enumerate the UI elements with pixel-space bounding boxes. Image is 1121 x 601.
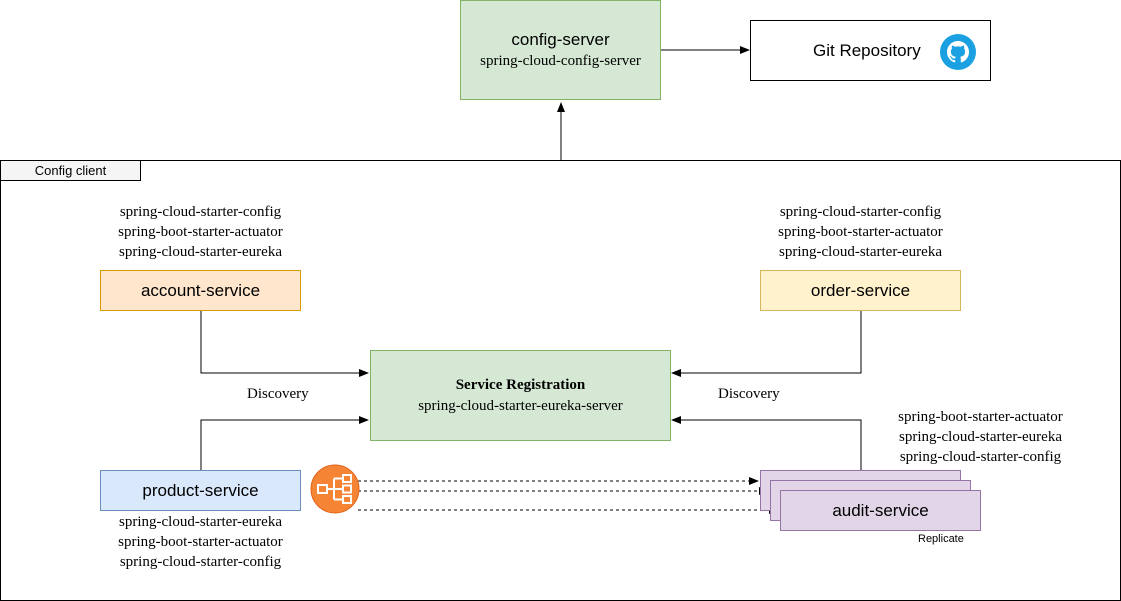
product-service-title: product-service [142,480,259,500]
discovery-label-left: Discovery [247,386,309,402]
account-to-registry-arrow [200,311,369,377]
dependency-label: spring-cloud-starter-config [779,204,942,220]
load-balancer-icon [310,464,360,514]
audit-to-registry-arrow [671,416,862,470]
replicate-label: Replicate [918,533,964,545]
dependency-label: spring-cloud-starter-config [119,204,282,220]
config-server-subtitle: spring-cloud-config-server [480,53,641,69]
discovery-label-right: Discovery [718,386,780,402]
service-registry-title: Service Registration [455,376,586,393]
audit-service-deps: spring-boot-starter-actuator spring-clou… [880,407,1081,467]
config-server-title: config-server [511,30,610,49]
dependency-label: spring-boot-starter-actuator [118,534,283,550]
git-repository-box[interactable]: Git Repository [750,20,991,81]
audit-service-box[interactable]: audit-service [780,490,981,531]
dependency-label: spring-cloud-starter-config [899,449,1062,465]
dependency-label: spring-cloud-starter-eureka [779,244,942,260]
dependency-label: spring-boot-starter-actuator [778,224,943,240]
dependency-label: spring-cloud-starter-config [119,554,282,570]
github-icon [940,34,976,70]
config-client-label: Config client [0,160,141,181]
dependency-label: spring-cloud-starter-eureka [119,514,282,530]
product-service-deps: spring-cloud-starter-eureka spring-boot-… [100,512,301,572]
service-registry-box[interactable]: Service Registration spring-cloud-starte… [370,350,671,441]
account-service-box[interactable]: account-service [100,270,301,311]
config-server-box[interactable]: config-server spring-cloud-config-server [460,0,661,100]
order-to-registry-arrow [671,311,862,377]
dependency-label: spring-cloud-starter-eureka [119,244,282,260]
order-service-title: order-service [810,280,911,300]
order-service-deps: spring-cloud-starter-config spring-boot-… [760,202,961,262]
account-service-deps: spring-cloud-starter-config spring-boot-… [100,202,301,262]
account-service-title: account-service [140,280,261,300]
order-service-box[interactable]: order-service [760,270,961,311]
dependency-label: spring-boot-starter-actuator [898,409,1063,425]
dependency-label: spring-cloud-starter-eureka [899,429,1062,445]
product-service-box[interactable]: product-service [100,470,301,511]
git-repository-label: Git Repository [813,41,921,60]
product-to-registry-arrow [200,416,369,470]
dependency-label: spring-boot-starter-actuator [118,224,283,240]
audit-service-title: audit-service [832,500,929,520]
service-registry-subtitle: spring-cloud-starter-eureka-server [418,397,623,414]
